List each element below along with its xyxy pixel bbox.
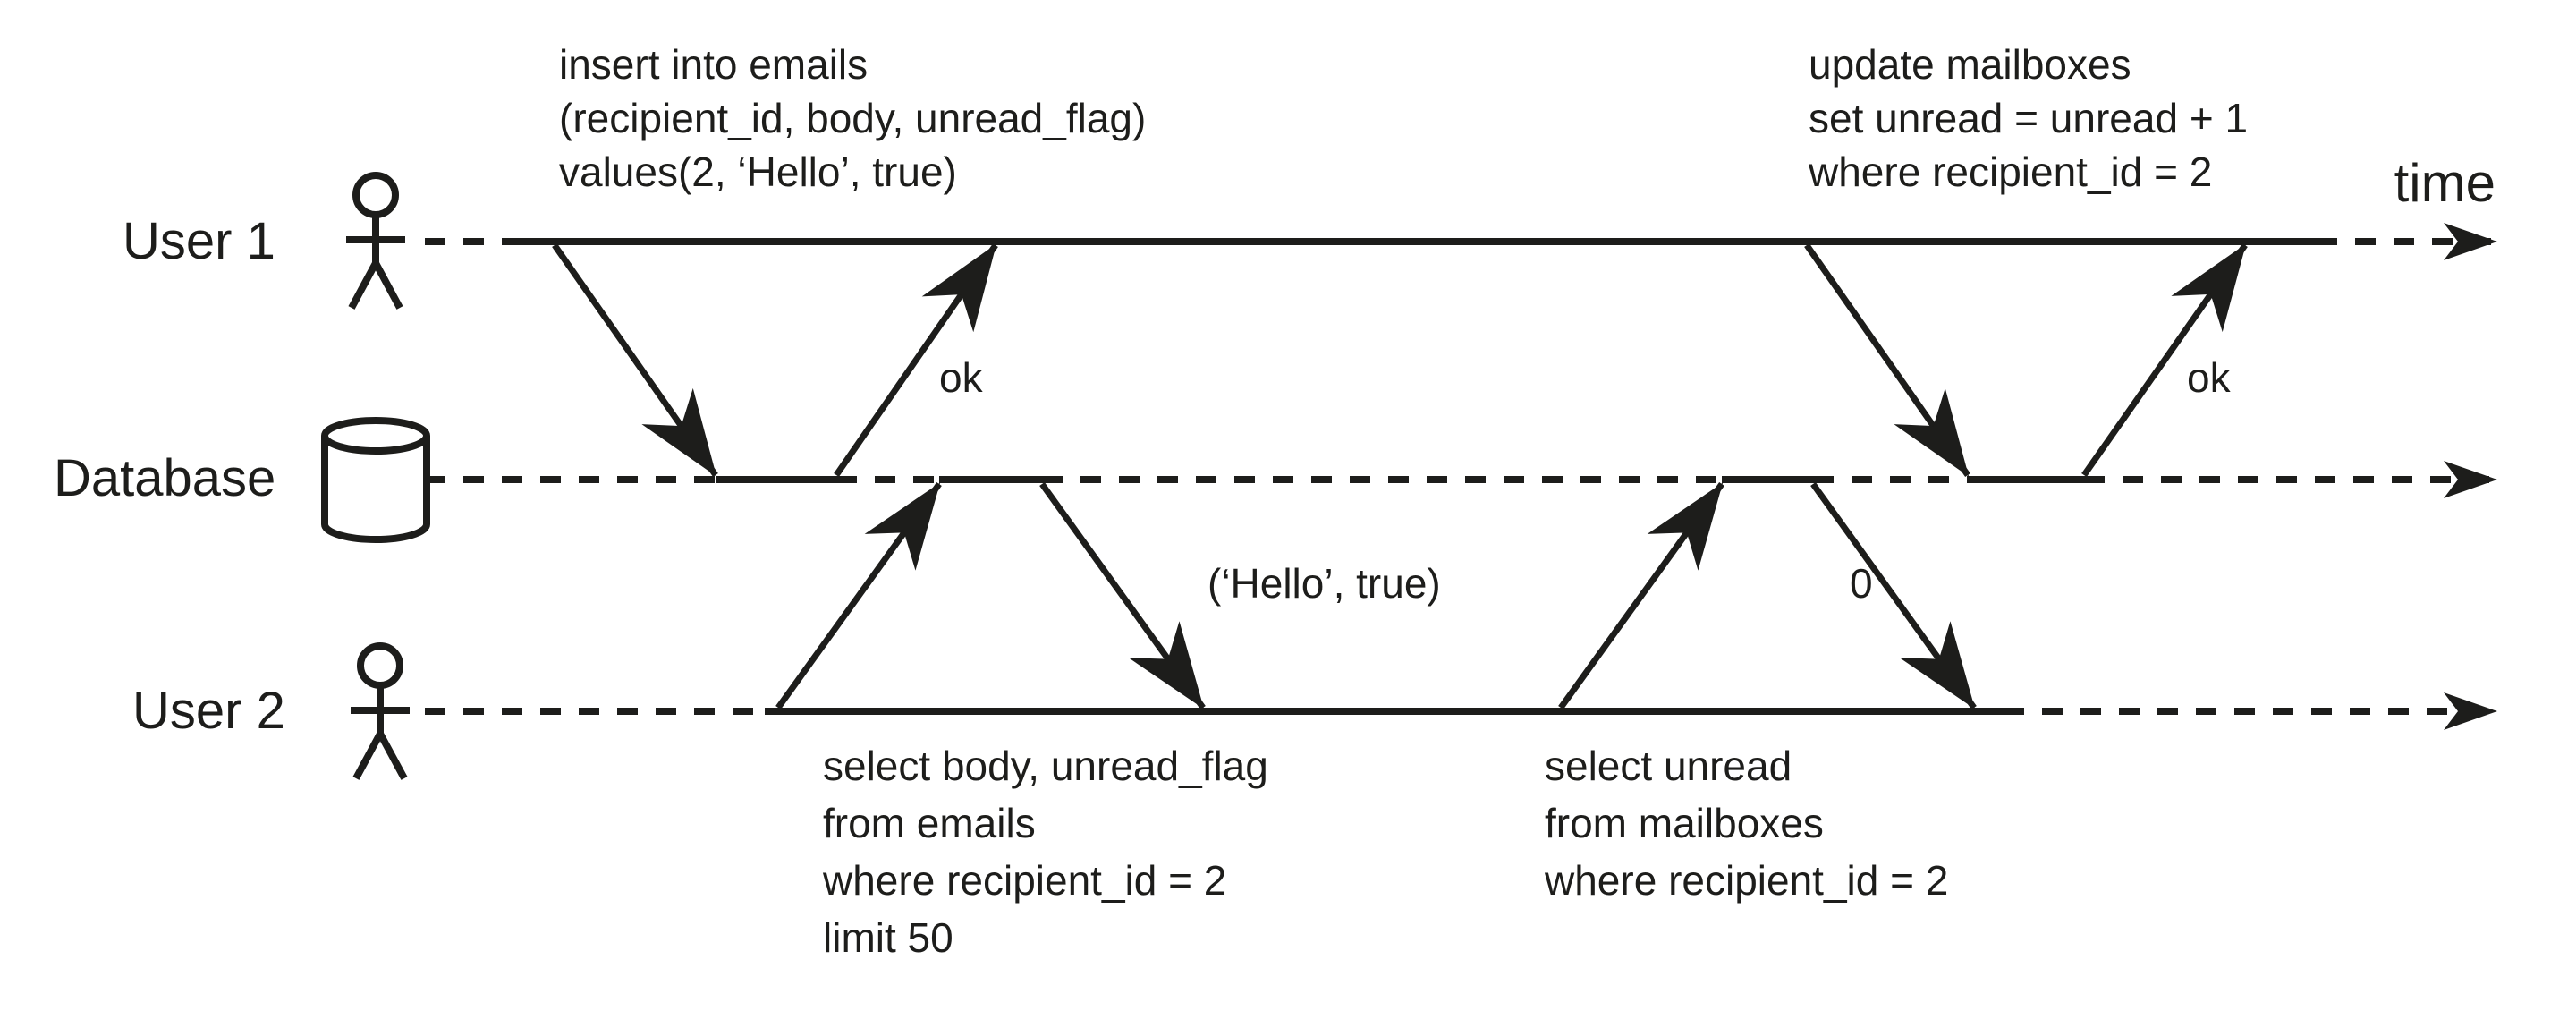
- actor-label-user1: User 1: [123, 212, 275, 270]
- svg-text:update mailboxes: update mailboxes: [1809, 41, 2131, 88]
- message-label-update-mailboxes: update mailboxes set unread = unread + 1…: [1808, 41, 2248, 195]
- svg-text:from mailboxes: from mailboxes: [1545, 800, 1824, 846]
- svg-text:(recipient_id, body, unread_fl: (recipient_id, body, unread_flag): [559, 95, 1146, 141]
- person-icon: [351, 646, 410, 778]
- svg-text:insert into emails: insert into emails: [559, 41, 868, 88]
- svg-text:where recipient_id = 2: where recipient_id = 2: [1544, 857, 1948, 904]
- message-label-response-zero: 0: [1850, 560, 1873, 607]
- arrow-ok-update: [2081, 242, 2248, 478]
- message-label-insert-emails: insert into emails (recipient_id, body, …: [559, 41, 1146, 195]
- arrow-response-zero: [1810, 481, 1977, 710]
- svg-text:where recipient_id = 2: where recipient_id = 2: [1808, 149, 2212, 195]
- message-label-ok-update: ok: [2187, 354, 2232, 401]
- message-label-select-mailboxes: select unread from mailboxes where recip…: [1544, 743, 1948, 904]
- svg-text:from emails: from emails: [823, 800, 1036, 846]
- svg-text:set unread = unread + 1: set unread = unread + 1: [1809, 95, 2248, 141]
- svg-text:select unread: select unread: [1545, 743, 1792, 789]
- svg-text:limit 50: limit 50: [823, 914, 953, 961]
- svg-text:values(2, ‘Hello’, true): values(2, ‘Hello’, true): [559, 149, 957, 195]
- actor-label-database: Database: [54, 449, 275, 507]
- person-icon: [346, 175, 405, 308]
- svg-text:select body, unread_flag: select body, unread_flag: [823, 743, 1268, 789]
- svg-text:where recipient_id = 2: where recipient_id = 2: [822, 857, 1226, 904]
- message-label-select-emails: select body, unread_flag from emails whe…: [822, 743, 1268, 961]
- arrow-ok-insert: [834, 243, 998, 477]
- actor-label-user2: User 2: [132, 682, 285, 740]
- message-label-ok-insert: ok: [939, 354, 984, 401]
- arrow-select-mailboxes: [1558, 481, 1724, 710]
- arrow-update-mailboxes: [1804, 242, 1970, 478]
- arrow-select-emails: [775, 481, 942, 710]
- message-label-response-hello: (‘Hello’, true): [1208, 560, 1441, 607]
- time-axis-label: time: [2394, 153, 2496, 213]
- arrow-response-hello: [1039, 481, 1206, 710]
- database-cylinder-icon: [321, 417, 430, 543]
- arrow-insert-emails: [552, 242, 718, 478]
